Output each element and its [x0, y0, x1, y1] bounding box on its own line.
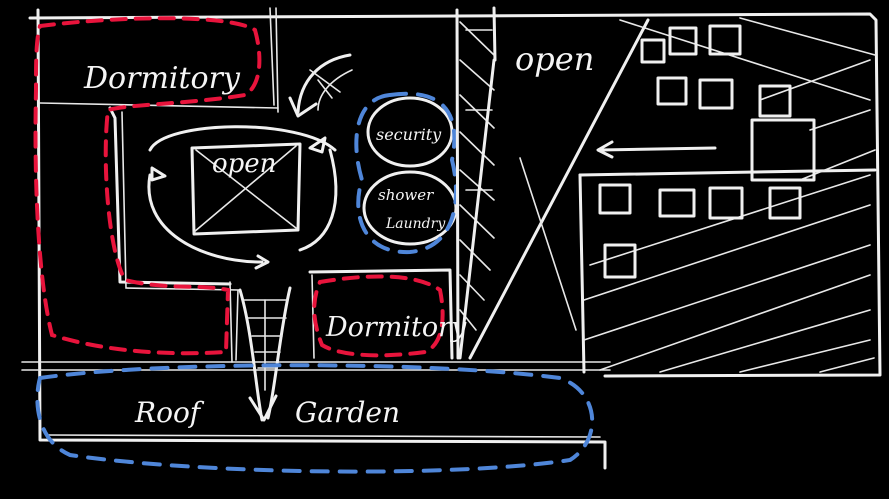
dormitory-top-label: Dormitory: [83, 61, 241, 96]
laundry-label: Laundry: [385, 216, 446, 232]
open-center-label: open: [212, 149, 276, 179]
service-rooms: security shower Laundry: [356, 94, 456, 252]
garden-label: Garden: [295, 396, 400, 429]
ramp-stairs: [240, 288, 290, 420]
shower-label: shower: [378, 186, 434, 204]
roof-garden: Roof Garden: [37, 365, 592, 471]
security-label: security: [376, 125, 442, 144]
curved-arrow-icon: [290, 55, 352, 116]
open-square: open: [192, 144, 300, 234]
open-right-label: open: [515, 40, 594, 78]
hatched-strip: [457, 8, 495, 358]
roof-label: Roof: [134, 396, 205, 429]
dormitory-bottom-label: Dormitory: [325, 312, 467, 343]
open-area: open: [470, 20, 648, 358]
dormitory-bottom: Dormitory: [310, 270, 467, 358]
right-building: [580, 18, 875, 372]
